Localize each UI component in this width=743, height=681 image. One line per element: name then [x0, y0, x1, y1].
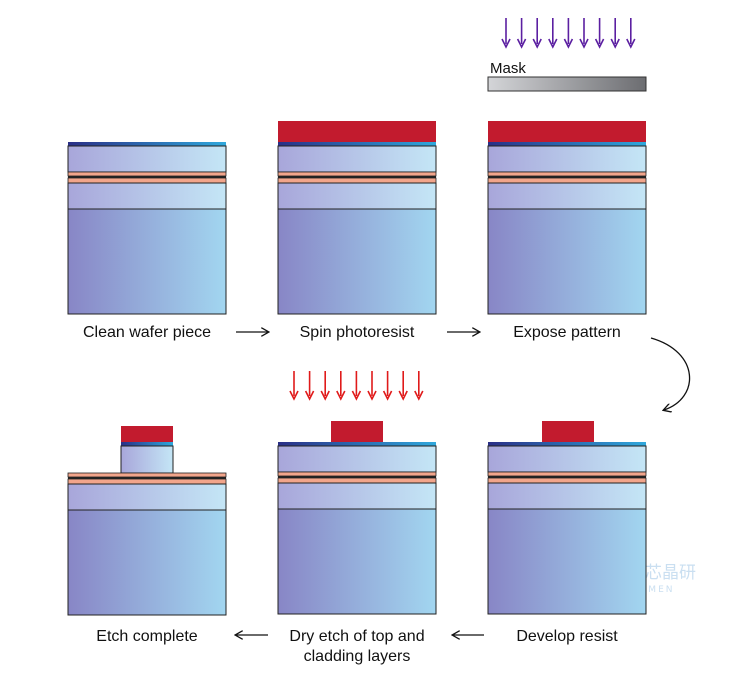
stack-etch-complete	[67, 426, 227, 616]
salmon-layer-2	[487, 477, 647, 484]
etch-arrow-head	[414, 390, 424, 401]
step-label-line: Expose pattern	[513, 324, 621, 341]
step-label-4: Develop resist	[516, 628, 618, 645]
core-layer	[68, 477, 226, 479]
bottom-cladding-layer	[67, 182, 227, 210]
etch-arrow-head	[304, 390, 315, 401]
patterned-resist	[331, 421, 383, 442]
etch-arrow-head	[351, 390, 362, 401]
salmon-layer-2	[67, 478, 227, 485]
step-label-line: Develop resist	[516, 628, 618, 645]
stack-expose-pattern: Mask	[487, 18, 647, 315]
stack-develop-resist	[487, 421, 647, 615]
bottom-cladding-layer	[277, 182, 437, 210]
step-label-line: cladding layers	[304, 648, 411, 665]
salmon-layer-1	[67, 171, 227, 177]
step-label-line: Etch complete	[96, 628, 197, 645]
step-label-line: Spin photoresist	[300, 324, 415, 341]
uv-arrow-head	[579, 38, 589, 49]
cap-layer	[278, 142, 436, 146]
step-label-1: Clean wafer piece	[83, 324, 211, 341]
ridge-cladding	[120, 445, 174, 474]
cap-layer	[68, 142, 226, 146]
bottom-cladding-layer	[487, 482, 647, 510]
core-layer	[278, 476, 436, 478]
bottom-cladding-layer	[487, 182, 647, 210]
cap-layer	[488, 442, 646, 446]
etch-arrow-head	[398, 390, 408, 401]
uv-arrow-head	[532, 38, 542, 49]
salmon-layer-1	[487, 471, 647, 477]
etch-arrow-head	[320, 390, 330, 401]
uv-arrow-head	[501, 38, 511, 49]
top-cladding-layer	[67, 145, 227, 173]
salmon-layer-2	[487, 177, 647, 184]
remaining-resist	[121, 426, 173, 442]
bottom-cladding-layer	[67, 483, 227, 511]
etch-arrow-head	[289, 390, 299, 401]
stack-dry-etch	[277, 371, 437, 615]
stack-clean-wafer	[67, 142, 227, 315]
ridge-cap-layer	[121, 442, 173, 446]
step-label-5: Dry etch of top and cladding layers	[289, 628, 424, 665]
salmon-layer-1	[67, 472, 227, 478]
patterned-resist	[542, 421, 594, 442]
mask	[487, 76, 647, 92]
etch-arrow-head	[367, 390, 377, 401]
core-layer	[278, 176, 436, 178]
uv-arrow-head	[594, 38, 605, 49]
salmon-layer-1	[277, 171, 437, 177]
uv-arrow-head	[626, 38, 636, 49]
uv-arrow-head	[516, 38, 527, 49]
core-layer	[488, 176, 646, 178]
photoresist-layer	[278, 121, 436, 142]
bottom-cladding-layer	[277, 482, 437, 510]
arrow-3-to-4	[650, 337, 691, 410]
salmon-layer-1	[277, 471, 437, 477]
salmon-layer-2	[277, 477, 437, 484]
substrate	[487, 208, 647, 315]
step-label-line: Dry etch of top and	[289, 628, 424, 645]
etch-arrow-head	[382, 390, 393, 401]
core-layer	[488, 476, 646, 478]
photoresist-layer	[488, 121, 646, 142]
uv-arrow-head	[610, 38, 620, 49]
stack-spin-photoresist	[277, 121, 437, 315]
substrate	[487, 508, 647, 615]
top-cladding-layer	[487, 145, 647, 173]
substrate	[277, 208, 437, 315]
top-cladding-layer	[277, 145, 437, 173]
salmon-layer-1	[487, 171, 647, 177]
salmon-layer-2	[67, 177, 227, 184]
salmon-layer-2	[277, 177, 437, 184]
cap-layer	[278, 442, 436, 446]
substrate	[67, 208, 227, 315]
step-label-3: Expose pattern	[513, 324, 621, 341]
top-cladding-layer	[487, 445, 647, 473]
uv-arrow-head	[563, 38, 574, 49]
step-label-line: Clean wafer piece	[83, 324, 211, 341]
top-cladding-layer	[277, 445, 437, 473]
substrate	[67, 509, 227, 616]
step-label-6: Etch complete	[96, 628, 197, 645]
cap-layer	[488, 142, 646, 146]
mask-label: Mask	[490, 60, 526, 77]
step-label-2: Spin photoresist	[300, 324, 415, 341]
substrate	[277, 508, 437, 615]
uv-arrow-head	[548, 38, 558, 49]
core-layer	[68, 176, 226, 178]
etch-arrow-head	[336, 390, 346, 401]
